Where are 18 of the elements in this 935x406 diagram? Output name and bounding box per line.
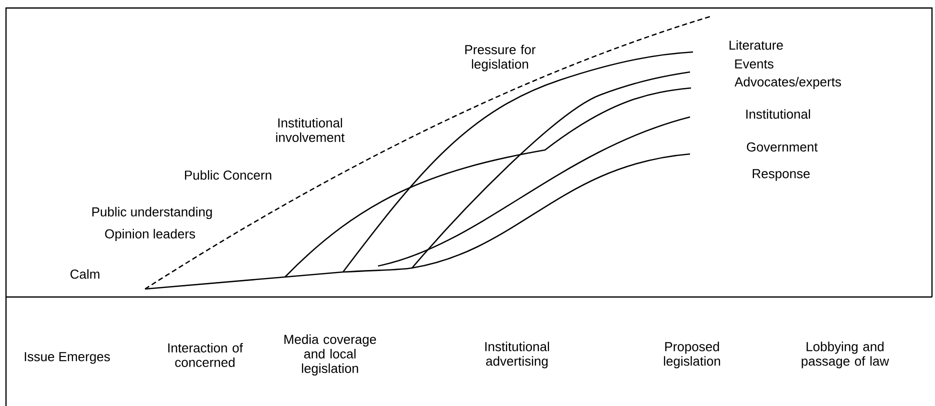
text-label: Pressure for legislation bbox=[465, 44, 536, 72]
text-label: Response bbox=[752, 169, 810, 181]
text-label: Lobbying and passage of law bbox=[802, 342, 890, 368]
text-label: Issue Emerges bbox=[24, 352, 110, 364]
text-label: Calm bbox=[70, 269, 100, 279]
text-label: Public Concern bbox=[185, 170, 272, 180]
text-label: Events bbox=[735, 59, 774, 69]
text-label: Government bbox=[746, 142, 818, 152]
text-label: Opinion leaders bbox=[105, 228, 196, 242]
text-label: Interaction of concerned bbox=[168, 342, 243, 367]
text-label: Public understanding bbox=[92, 206, 212, 220]
text-label: Literature bbox=[730, 40, 783, 50]
text-label: Institutional involvement bbox=[276, 118, 345, 142]
text-label: Advocates/experts bbox=[734, 76, 841, 90]
text-label: Institutional advertising bbox=[485, 342, 549, 368]
text-label: Institutional bbox=[746, 109, 810, 119]
text-label: Media coverage and local legislation bbox=[284, 334, 376, 376]
text-label: Proposed legislation bbox=[664, 342, 720, 368]
